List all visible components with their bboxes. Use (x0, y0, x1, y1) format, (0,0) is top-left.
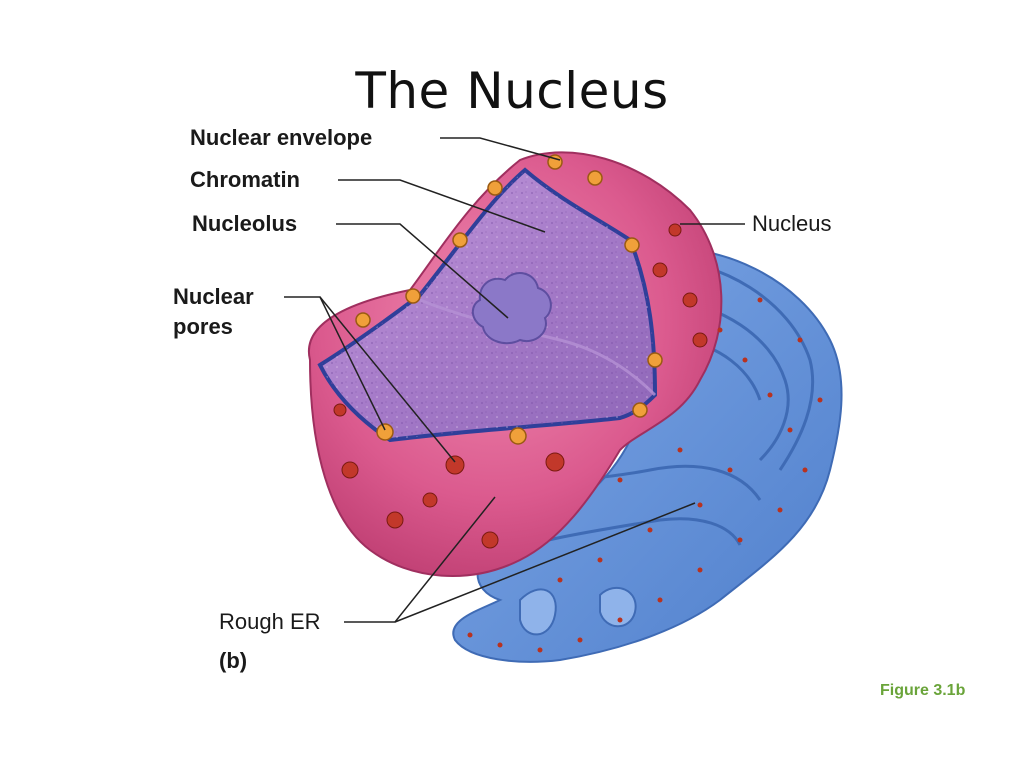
label-chromatin: Chromatin (190, 167, 300, 192)
surface-pore (333, 403, 347, 417)
nuclear-pore (624, 237, 640, 253)
er-lobe-2 (599, 586, 637, 628)
ribosomes (467, 297, 823, 653)
leader-nuclear-envelope (440, 137, 561, 161)
nucleus-sphere (307, 151, 723, 577)
nuclear-pore (509, 427, 527, 445)
surface-pore (652, 262, 668, 278)
leader-chromatin (338, 179, 546, 233)
label-nuclear-envelope: Nuclear envelope (190, 125, 373, 150)
surface-pore (545, 452, 565, 472)
er-lobe-1 (519, 588, 557, 636)
leader-lines (284, 137, 745, 623)
nuclear-pore (452, 232, 468, 248)
label-nucleolus: Nucleolus (192, 211, 298, 236)
label-nuclear-pores-line2: pores (173, 314, 233, 339)
label-panel-b: (b) (219, 648, 248, 673)
nuclear-pore (647, 352, 663, 368)
nuclear-pore (487, 180, 503, 196)
nucleolus-body (471, 272, 552, 345)
leader-nucleolus (336, 223, 509, 319)
label-rough-er: Rough ER (219, 609, 321, 634)
nuclear-pore (632, 402, 648, 418)
chromatin-inner-edge (419, 298, 657, 397)
surface-pore (692, 332, 708, 348)
surface-pore (682, 292, 698, 308)
slide-title: The Nucleus (355, 62, 669, 120)
surface-pore (386, 511, 404, 529)
surface-pores (333, 223, 708, 549)
nuclear-pore (376, 423, 394, 441)
nuclear-pores (355, 154, 663, 445)
nuclear-pore (355, 312, 371, 328)
label-nucleus: Nucleus (752, 211, 832, 236)
nuclear-pore (587, 170, 603, 186)
figure-caption: Figure 3.1b (880, 682, 966, 699)
surface-pore (422, 492, 438, 508)
surface-pore (481, 531, 499, 549)
nuclear-pore (547, 154, 563, 170)
surface-pore (668, 223, 682, 237)
surface-pore (445, 455, 465, 475)
leader-nuclear-pores-b (319, 296, 456, 463)
label-nuclear-pores-line1: Nuclear (173, 284, 254, 309)
surface-pore (341, 461, 359, 479)
nuclear-pore (405, 288, 421, 304)
leader-rough-er-b (394, 502, 696, 623)
